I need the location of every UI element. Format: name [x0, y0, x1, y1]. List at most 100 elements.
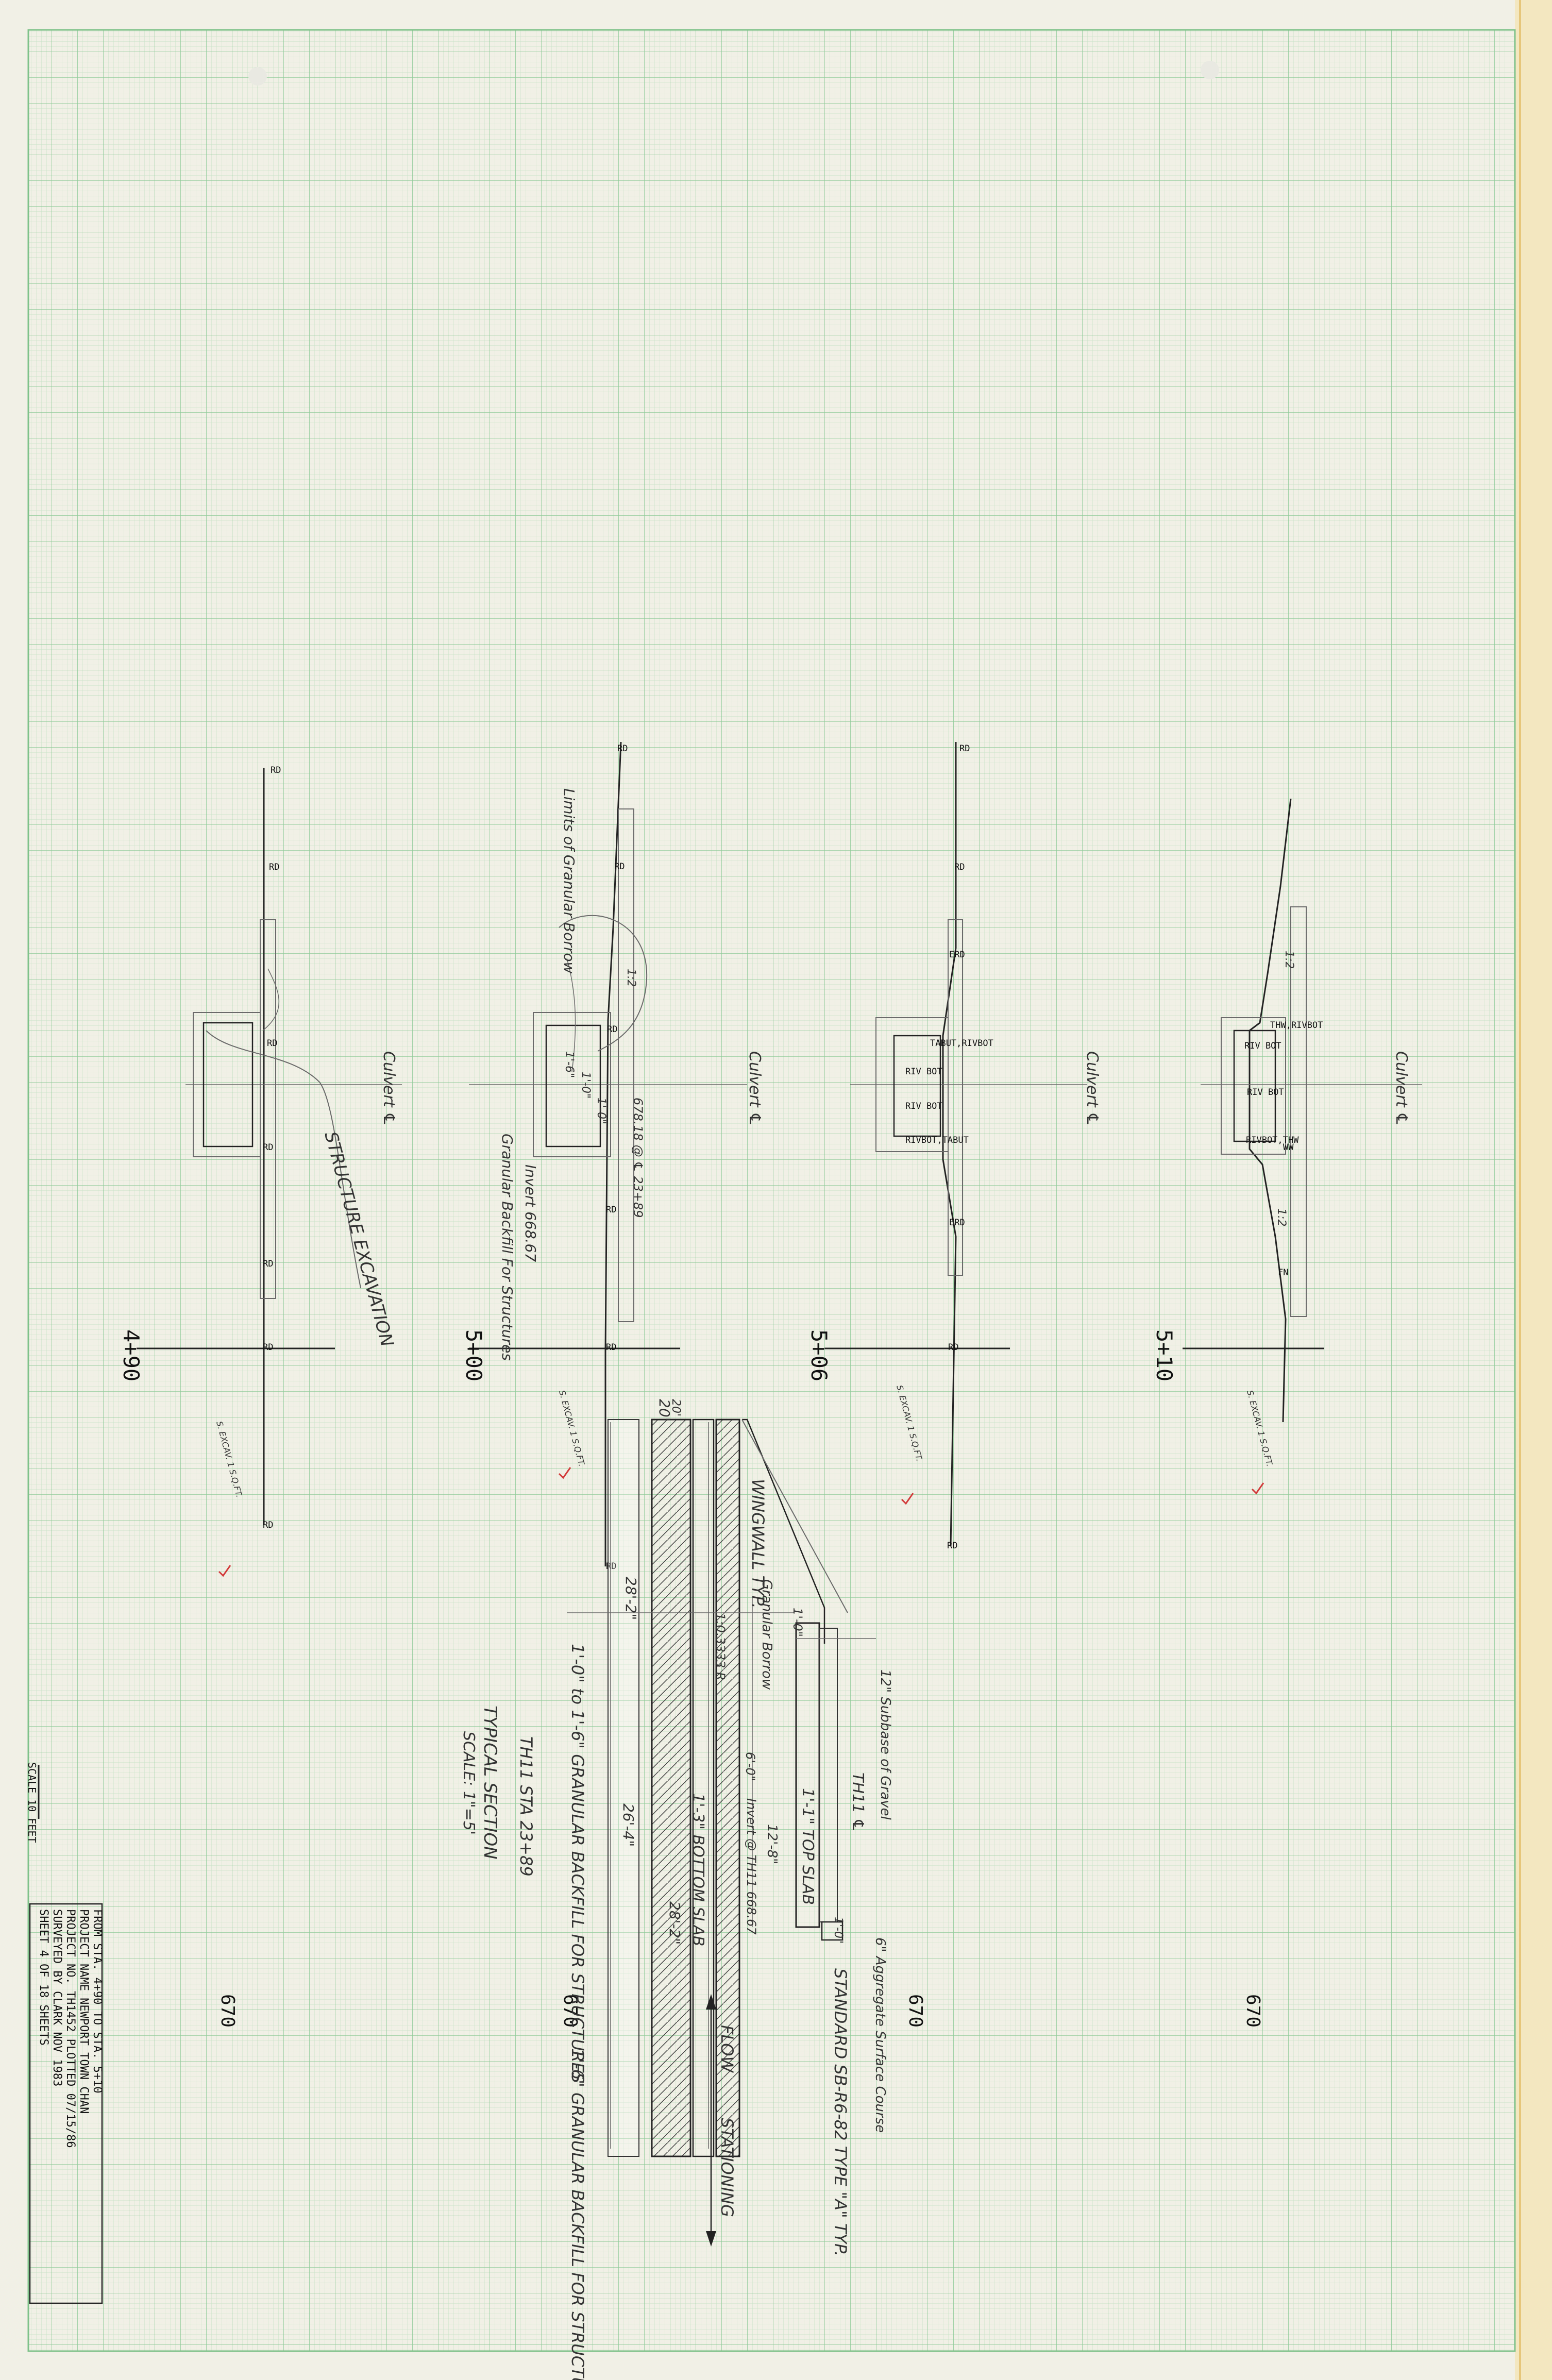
ground-profile-5-06 — [942, 742, 957, 1546]
title-line-sheet: SHEET 4 OF 18 SHEETS — [37, 1909, 50, 2046]
culvert-outer-5-10 — [1221, 1017, 1286, 1155]
note-granular-borrow: Granular Borrow — [759, 1579, 774, 1690]
dim-6-0: 6'-0" — [743, 1752, 757, 1781]
punch-hole — [248, 67, 267, 86]
title-line-surveyed: SURVEYED BY CLARK NOV 1983 — [50, 1909, 63, 2086]
point-label: RD — [617, 744, 628, 754]
point-label: RD — [269, 862, 279, 872]
check-mark-icon — [1251, 1482, 1264, 1495]
note-subbase: 12" Subbase of Gravel — [878, 1669, 893, 1820]
point-label: RD — [948, 1342, 958, 1353]
culvert-outer-5-00 — [533, 1012, 611, 1157]
top-slab-hatch — [715, 1419, 740, 2157]
station-label-4-90: 4+90 — [119, 1329, 144, 1381]
dim-12-8: 12'-8" — [764, 1824, 780, 1864]
elevation-label-5-06: 670 — [905, 1994, 926, 2028]
point-label: RD — [954, 862, 965, 872]
scale-bar: SCALE 10 FEET — [26, 1762, 40, 1843]
note-standard-sb: STANDARD SB-R6-82 TYPE "A" TYP. — [831, 1968, 850, 2256]
dim-curb: 1'-0" — [832, 1917, 845, 1944]
note-top-slab: 1'-1" TOP SLAB — [799, 1788, 817, 1905]
check-mark-icon — [558, 1467, 571, 1479]
point-label: RIV BOT — [1247, 1087, 1284, 1098]
typical-section: WINGWALL TYP. Granular Borrow 1:0.3333 R… — [460, 1399, 893, 2380]
point-label: RIVBOT,TABUT — [905, 1135, 969, 1145]
point-label: RD — [606, 1561, 616, 1572]
slab-strip-5-00 — [618, 808, 634, 1322]
culvert-box-5-06 — [893, 1035, 941, 1137]
note-backfill-1-6: 1'-6" GRANULAR BACKFILL FOR STRUCTURES — [568, 2048, 587, 2380]
excavation-line-4-90 — [206, 1030, 361, 1289]
slope-line-4-90 — [262, 968, 280, 1031]
typical-section-title: TYPICAL SECTION — [480, 1706, 500, 1860]
graph-grid — [28, 30, 1515, 2351]
slab-strip-5-10 — [1290, 906, 1307, 1317]
dim-28-2-a: 28'-2" — [622, 1577, 639, 1620]
point-label: TABUT,RIVBOT — [930, 1038, 993, 1049]
note-th11-cl: TH11 ℄ — [849, 1773, 867, 1832]
point-label: FN — [1278, 1268, 1288, 1278]
check-mark-icon — [218, 1565, 231, 1577]
bottom-slab-hatch — [651, 1419, 691, 2157]
elevation-label-5-10: 670 — [1242, 1994, 1263, 2028]
stationing-label: STATIONING — [717, 2118, 737, 2217]
point-label: RIV BOT — [1244, 1041, 1281, 1051]
slope-1-2-top: 1:2 — [1283, 951, 1295, 969]
backfill-band — [608, 1419, 639, 2157]
note-surface-course: 6" Aggregate Surface Course — [872, 1937, 888, 2133]
curb-end — [821, 1921, 844, 1941]
point-label: ERD — [949, 950, 965, 960]
point-label: RD — [606, 1205, 616, 1215]
point-label: ERD — [949, 1218, 965, 1228]
title-block-frame — [29, 1903, 103, 2304]
culvert-cl-label-5-00: Culvert ℄ — [746, 1051, 764, 1126]
point-label: RD — [606, 1342, 616, 1353]
culvert-cl-label-5-06: Culvert ℄ — [1083, 1051, 1101, 1126]
flow-label: FLOW — [717, 2025, 737, 2073]
point-label: RIVBOT,THW — [1246, 1135, 1299, 1145]
point-label: RD — [271, 765, 281, 775]
point-label: RD — [263, 1342, 273, 1353]
point-label: RD — [267, 1038, 277, 1049]
point-label: WW — [1283, 1142, 1294, 1153]
note-elevation-678: 678.18 @ ℄ 23+89 — [631, 1098, 645, 1218]
note-slope-ratio: 1:0.3333 R — [713, 1613, 728, 1681]
culvert-box-4-90 — [203, 1022, 254, 1147]
stationing-arrow-icon — [706, 2231, 716, 2247]
culvert-box-5-10 — [1233, 1029, 1276, 1142]
slope-1-2-bottom: 1:2 — [1275, 1208, 1288, 1226]
note-limits-granular-borrow: Limits of Granular Borrow — [561, 788, 578, 973]
point-label: RD — [263, 1142, 273, 1153]
dim-1-0: 1'-0" — [790, 1608, 805, 1637]
culvert-outer-4-90 — [193, 1012, 261, 1157]
title-line-project-name: PROJECT NAME NEWPORT TOWN CHAN — [77, 1909, 90, 2114]
grid-border — [27, 29, 1516, 2352]
dim-1-0-b: 1'-0" — [595, 1098, 608, 1124]
station-label-5-00: 5+00 — [461, 1329, 486, 1381]
dim-26-4: 26'-4" — [620, 1803, 637, 1847]
dim-28-2-b: 28'-2" — [666, 1901, 683, 1945]
wingwall-outline — [742, 1419, 825, 1644]
ground-profile-5-00 — [604, 741, 622, 1566]
title-line-project-no: PROJECT NO. TH1452 PLOTTED 07/15/86 — [64, 1909, 77, 2148]
title-block: FROM STA. 4+90 TO STA. 5+10 PROJECT NAME… — [29, 1903, 104, 2304]
point-label: RD — [263, 1259, 273, 1269]
slope-1-2: 1:2 — [625, 969, 637, 987]
note-bottom-slab: 1'-3" BOTTOM SLAB — [689, 1793, 707, 1946]
point-label: RD — [947, 1541, 957, 1551]
ground-profile-5-10 — [1249, 798, 1292, 1423]
typical-section-scale: SCALE: 1"=5' — [460, 1731, 478, 1835]
punch-hole — [1201, 61, 1219, 79]
typical-section-station: TH11 STA 23+89 — [516, 1736, 536, 1877]
check-mark-icon — [901, 1493, 914, 1505]
point-label: RD — [263, 1520, 273, 1530]
note-backfill-variable: 1'-0" to 1'-6" GRANULAR BACKFILL FOR STR… — [568, 1644, 587, 2083]
note-invert-th11: Invert @ TH11 668.67 — [744, 1798, 758, 1935]
elevation-label-5-00: 670 — [560, 1994, 581, 2028]
culvert-outer-5-06 — [875, 1017, 949, 1152]
scale-bar-label: SCALE 10 FEET — [26, 1762, 38, 1843]
point-label: RIV BOT — [905, 1067, 942, 1077]
elevation-label-4-90: 670 — [217, 1994, 238, 2028]
